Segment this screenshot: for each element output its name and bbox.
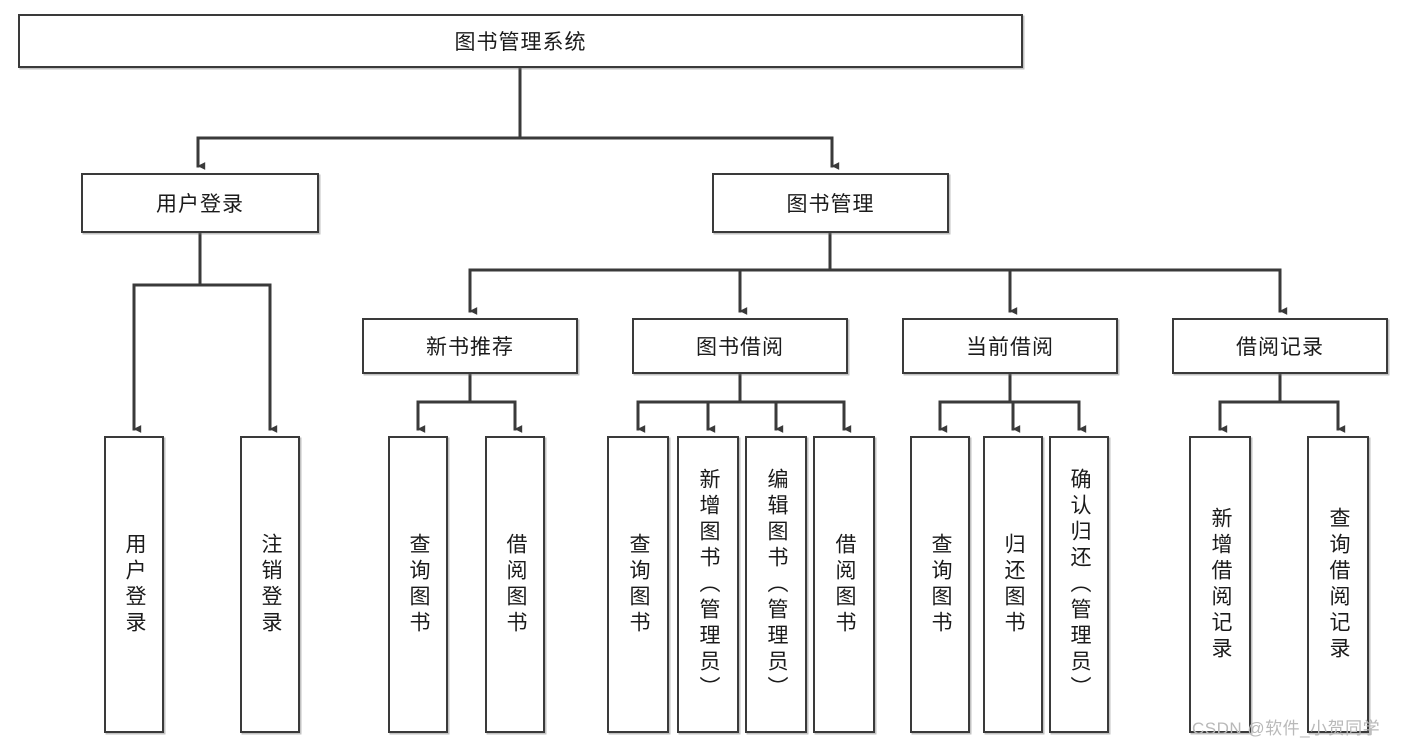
leaf-confirm-return-admin[interactable]: 确认归还（管理员） (1049, 436, 1109, 733)
leaf-query-borrow-record-label: 查询借阅记录 (1327, 506, 1351, 663)
leaf-query-borrow-record[interactable]: 查询借阅记录 (1307, 436, 1369, 733)
leaf-query-book-borrow-label: 查询图书 (627, 532, 651, 637)
leaf-query-book-current[interactable]: 查询图书 (910, 436, 970, 733)
leaf-add-book-admin[interactable]: 新增图书（管理员） (677, 436, 739, 733)
node-user-login-label: 用户登录 (156, 193, 244, 216)
leaf-add-book-admin-label: 新增图书（管理员） (697, 467, 721, 702)
leaf-add-borrow-record[interactable]: 新增借阅记录 (1189, 436, 1251, 733)
node-user-login[interactable]: 用户登录 (81, 173, 319, 233)
node-new-book-recommend-label: 新书推荐 (426, 336, 514, 359)
leaf-query-book-recommend-label: 查询图书 (407, 532, 431, 637)
node-root[interactable]: 图书管理系统 (18, 14, 1023, 68)
leaf-logout[interactable]: 注销登录 (240, 436, 300, 733)
leaf-logout-label: 注销登录 (259, 532, 283, 637)
node-root-label: 图书管理系统 (454, 31, 587, 54)
node-current-borrow[interactable]: 当前借阅 (902, 318, 1118, 374)
leaf-query-book-borrow[interactable]: 查询图书 (607, 436, 669, 733)
leaf-query-book-recommend[interactable]: 查询图书 (388, 436, 448, 733)
leaf-user-login-label: 用户登录 (123, 532, 147, 637)
node-book-borrow-label: 图书借阅 (696, 336, 784, 359)
leaf-confirm-return-admin-label: 确认归还（管理员） (1068, 467, 1092, 702)
node-borrow-record[interactable]: 借阅记录 (1172, 318, 1388, 374)
node-new-book-recommend[interactable]: 新书推荐 (362, 318, 578, 374)
leaf-borrow-book[interactable]: 借阅图书 (813, 436, 875, 733)
node-book-management[interactable]: 图书管理 (712, 173, 949, 233)
leaf-add-borrow-record-label: 新增借阅记录 (1209, 506, 1233, 663)
leaf-return-book[interactable]: 归还图书 (983, 436, 1043, 733)
leaf-borrow-book-recommend-label: 借阅图书 (504, 532, 528, 637)
leaf-edit-book-admin[interactable]: 编辑图书（管理员） (745, 436, 807, 733)
leaf-borrow-book-label: 借阅图书 (833, 532, 857, 637)
node-borrow-record-label: 借阅记录 (1236, 336, 1324, 359)
watermark-text: CSDN @软件_小贺同学 (1192, 719, 1381, 738)
leaf-edit-book-admin-label: 编辑图书（管理员） (765, 467, 789, 702)
node-current-borrow-label: 当前借阅 (966, 336, 1054, 359)
node-book-borrow[interactable]: 图书借阅 (632, 318, 848, 374)
leaf-query-book-current-label: 查询图书 (929, 532, 953, 637)
leaf-return-book-label: 归还图书 (1002, 532, 1026, 637)
leaf-user-login[interactable]: 用户登录 (104, 436, 164, 733)
leaf-borrow-book-recommend[interactable]: 借阅图书 (485, 436, 545, 733)
node-book-management-label: 图书管理 (786, 193, 875, 216)
